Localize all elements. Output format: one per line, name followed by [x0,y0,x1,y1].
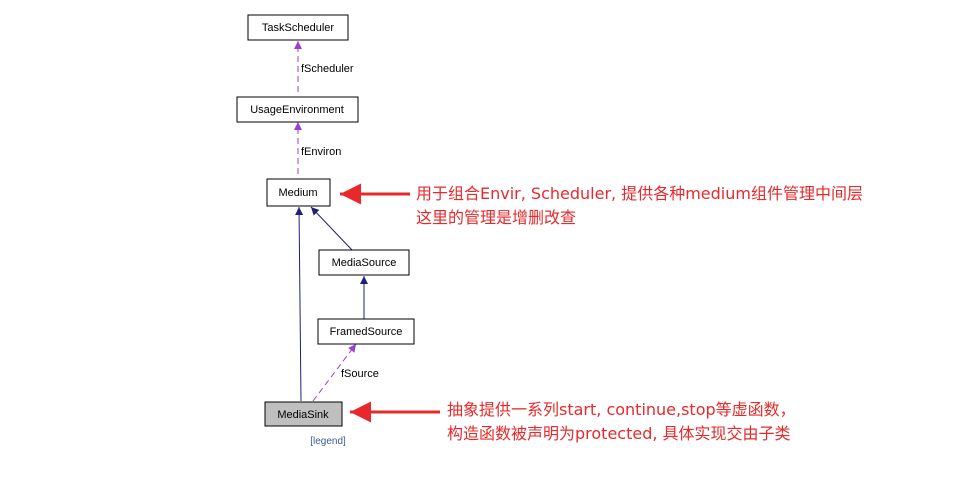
edge-fsource [312,343,357,402]
edge-mediasink-to-medium [295,206,304,402]
node-medium[interactable]: Medium [266,178,331,207]
mediasink-annotation: 抽象提供一系列start, continue,stop等虚函数， 构造函数被声明… [447,398,796,446]
node-framedsource[interactable]: FramedSource [317,318,415,345]
edge-label-fenviron: fEnviron [301,146,341,158]
node-mediasource[interactable]: MediaSource [318,249,410,276]
medium-annotation-line-1: 用于组合Envir, Scheduler, 提供各种medium组件管理中间层 [416,184,863,203]
edge-label-fscheduler: fScheduler [301,63,354,75]
node-usageenvironment[interactable]: UsageEnvironment [236,96,359,123]
node-label-taskscheduler: TaskScheduler [262,22,334,34]
node-label-mediasource: MediaSource [332,257,397,269]
node-taskscheduler[interactable]: TaskScheduler [247,14,349,41]
node-label-medium: Medium [278,187,317,199]
edge-label-fsource: fSource [341,368,379,380]
edge-mediasource-to-medium [310,206,353,251]
node-mediasink[interactable]: MediaSink [264,401,343,427]
legend-link[interactable]: [legend] [310,436,346,447]
mediasink-annotation-line-1: 抽象提供一系列start, continue,stop等虚函数， [447,400,796,419]
medium-annotation: 用于组合Envir, Scheduler, 提供各种medium组件管理中间层 … [416,182,863,230]
node-label-framedsource: FramedSource [330,326,403,338]
node-label-usageenvironment: UsageEnvironment [250,104,344,116]
mediasink-annotation-line-2: 构造函数被声明为protected, 具体实现交由子类 [447,424,791,443]
node-label-mediasink: MediaSink [277,409,329,421]
medium-annotation-line-2: 这里的管理是增删改查 [416,208,577,227]
